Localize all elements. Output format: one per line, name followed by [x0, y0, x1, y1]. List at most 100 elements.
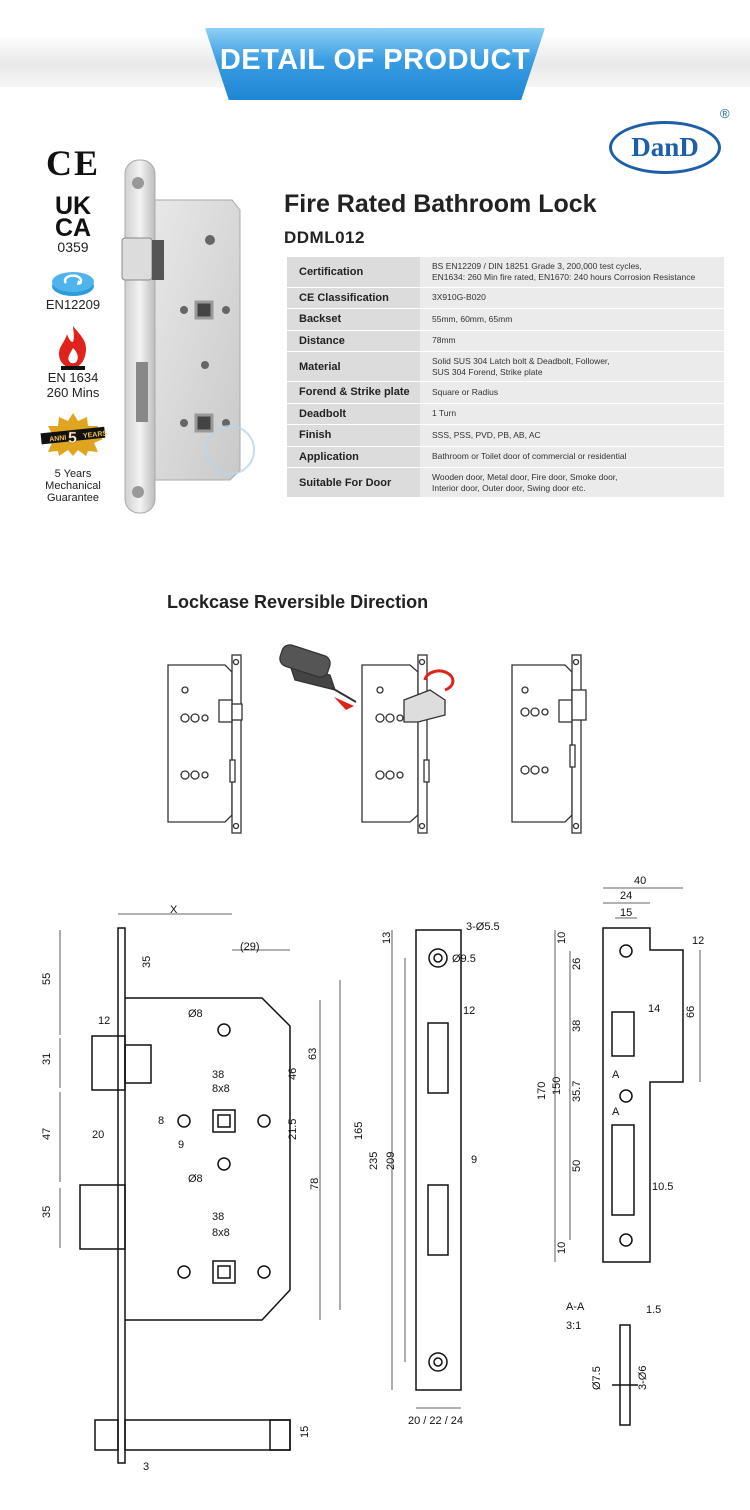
dimension-label: 1.5: [646, 1304, 661, 1316]
ukca-code: 0359: [57, 239, 89, 255]
guarantee-line1: 5 Years: [54, 468, 92, 480]
dimension-label: 20: [92, 1129, 104, 1141]
certification-column: CE UK CA 0359 EN12209 EN 1634 260 Mins A…: [28, 145, 118, 504]
badge-number: 5: [68, 430, 77, 447]
dimension-label: 235: [368, 1152, 380, 1170]
spec-value: 78mm: [420, 330, 724, 352]
lockcase-diagram-2: [279, 644, 446, 834]
banner-tab: [205, 28, 545, 100]
strike-plate-drawing: [602, 927, 684, 1263]
lock-body-drawing: [79, 927, 291, 1464]
lockcase-diagram-1: [167, 654, 243, 834]
section-drawing: [612, 1324, 638, 1426]
dimension-label: Ø8: [188, 1008, 203, 1020]
badge-text1: ANNI: [49, 435, 67, 444]
spec-key: Suitable For Door: [287, 467, 420, 498]
dimension-label: 10.5: [652, 1181, 673, 1193]
dimension-label: 20 / 22 / 24: [408, 1415, 463, 1427]
dimension-label: 13: [381, 932, 393, 944]
spec-value-line2: Interior door, Outer door, Swing door et…: [432, 482, 586, 493]
dimension-label: 46: [287, 1068, 299, 1080]
spec-value: 55mm, 60mm, 65mm: [420, 308, 724, 331]
forend-drawing: [415, 929, 462, 1391]
brand-logo-text: DanD: [631, 132, 699, 162]
spec-value-line1: Solid SUS 304 Latch bolt & Deadbolt, Fol…: [432, 355, 610, 366]
spec-key: Finish: [287, 424, 420, 447]
dimension-label: 8x8: [212, 1083, 230, 1095]
dimension-label: 66: [685, 1006, 697, 1018]
registered-mark: ®: [720, 106, 730, 121]
dimension-label: 38: [571, 1020, 583, 1032]
dimension-label: 12: [98, 1015, 110, 1027]
dimension-label: 10: [556, 1242, 568, 1254]
fire-icon: [59, 326, 87, 370]
spec-row: Application Bathroom or Toilet door of co…: [287, 446, 724, 468]
dimension-label: 24: [620, 890, 632, 902]
guarantee-line3: Guarantee: [47, 492, 99, 504]
dimension-label: 3:1: [566, 1320, 581, 1332]
en12209-label: EN12209: [45, 297, 101, 312]
dimension-label: 38: [212, 1211, 224, 1223]
dimension-label: 9: [471, 1154, 477, 1166]
spec-key: Certification: [287, 257, 420, 288]
spec-value-line1: 78mm: [432, 335, 456, 346]
spec-row: Finish SSS, PSS, PVD, PB, AB, AC: [287, 424, 724, 447]
spec-value: Solid SUS 304 Latch bolt & Deadbolt, Fol…: [420, 351, 724, 382]
fire-rating-line2: 260 Mins: [46, 385, 100, 400]
dimension-label: Ø7.5: [591, 1366, 603, 1390]
dimension-label: Ø9.5: [452, 953, 476, 965]
spec-value: BS EN12209 / DIN 18251 Grade 3, 200,000 …: [420, 257, 724, 288]
dimension-label: 9: [178, 1139, 184, 1151]
spec-key: Application: [287, 446, 420, 468]
guarantee-line2: Mechanical: [45, 480, 101, 492]
spec-key: CE Classification: [287, 287, 420, 309]
spec-value: Bathroom or Toilet door of commercial or…: [420, 446, 724, 468]
product-title: Fire Rated Bathroom Lock: [284, 190, 597, 218]
dimension-label: 165: [353, 1122, 365, 1140]
spec-value-line1: 1 Turn: [432, 408, 457, 419]
banner-title: DETAIL OF PRODUCT: [219, 44, 531, 76]
product-model: DDML012: [284, 228, 365, 247]
dimension-label: 170: [536, 1082, 548, 1100]
dimension-label: Ø8: [188, 1173, 203, 1185]
en12209-icon: [52, 272, 94, 296]
dimension-label: 10: [556, 932, 568, 944]
dimension-label: 3-Ø5.5: [466, 921, 500, 933]
dimension-label: 38: [212, 1069, 224, 1081]
dimension-label: 78: [309, 1178, 321, 1190]
spec-value-line1: SSS, PSS, PVD, PB, AB, AC: [432, 429, 541, 440]
dimension-label: 26: [571, 958, 583, 970]
fire-rating-line1: EN 1634: [47, 370, 99, 385]
dimension-label: (29): [240, 941, 260, 953]
dimension-label: 14: [648, 1003, 660, 1015]
dimension-label: 15: [299, 1426, 311, 1438]
spec-key: Material: [287, 351, 420, 382]
dimension-label: 3-Ø6: [637, 1366, 649, 1390]
dimension-label: 12: [463, 1005, 475, 1017]
spec-row: Suitable For Door Wooden door, Metal door…: [287, 467, 724, 498]
red-arrow-icon: [334, 697, 354, 710]
spec-value: SSS, PSS, PVD, PB, AB, AC: [420, 424, 724, 447]
lockcase-diagram-3: [511, 654, 587, 834]
spec-value: 3X910G-B020: [420, 287, 724, 309]
spec-key: Backset: [287, 308, 420, 331]
spec-value-line1: Bathroom or Toilet door of commercial or…: [432, 451, 627, 462]
spec-value-line1: Wooden door, Metal door, Fire door, Smok…: [432, 471, 618, 482]
dimension-label: 50: [571, 1160, 583, 1172]
dimension-label: 8: [158, 1115, 164, 1127]
dimension-label: 47: [41, 1128, 53, 1140]
dimension-label: 63: [307, 1048, 319, 1060]
dimension-label: 12: [692, 935, 704, 947]
spec-value: Wooden door, Metal door, Fire door, Smok…: [420, 467, 724, 498]
dimension-label: 40: [634, 875, 646, 887]
dimension-label: A: [612, 1106, 620, 1118]
rotate-arrow-icon: [423, 669, 455, 692]
warranty-badge-icon: ANNI YEARS 5: [40, 413, 108, 456]
